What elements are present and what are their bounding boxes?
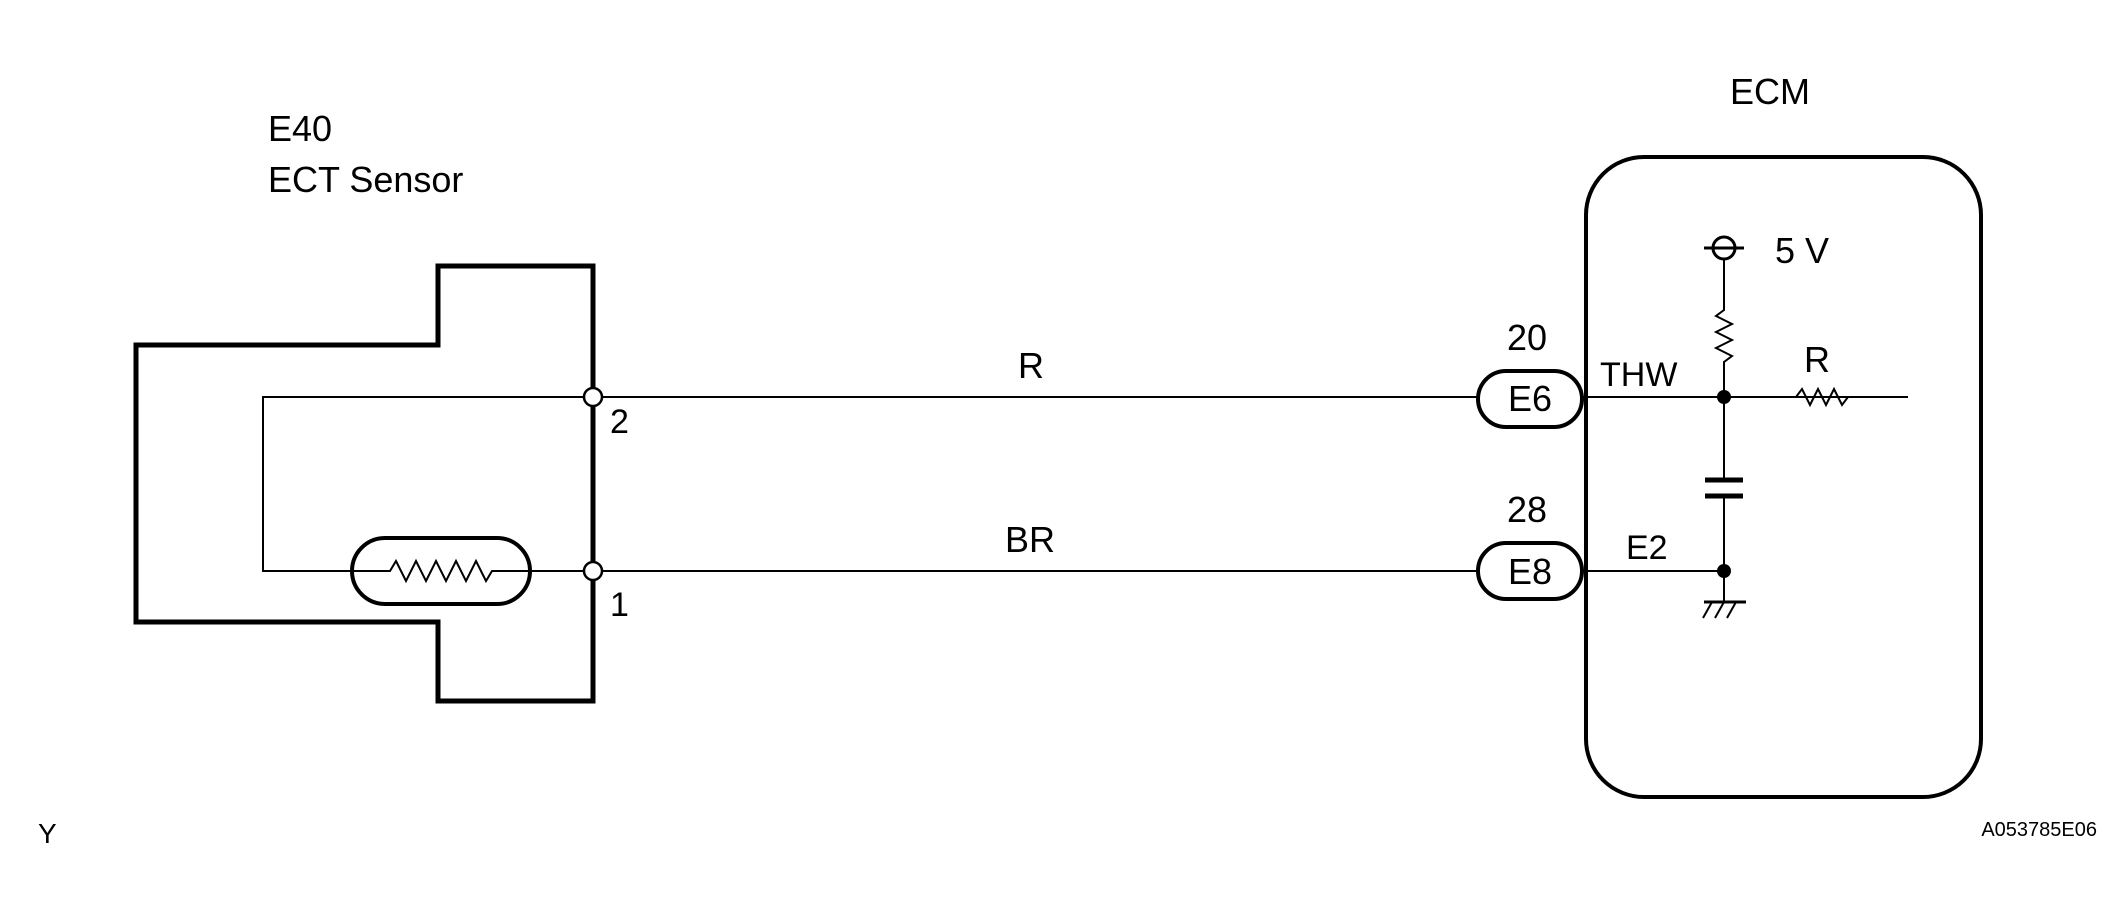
terminal-e2: E2 xyxy=(1626,529,1668,567)
internal-resistor-label: R xyxy=(1804,339,1830,380)
wire-r-color: R xyxy=(1018,345,1044,386)
sensor-pin-2 xyxy=(582,386,604,408)
thermistor-body xyxy=(350,536,532,606)
connector-e8-label: E8 xyxy=(1508,551,1552,592)
wire-br-color: BR xyxy=(1005,519,1055,560)
junction-e2 xyxy=(1717,564,1731,578)
ground-hatch-1 xyxy=(1702,601,1713,619)
connector-e8-pin: 28 xyxy=(1507,489,1547,530)
sensor-code: E40 xyxy=(268,108,332,149)
junction-thw xyxy=(1717,390,1731,404)
ecm-title: ECM xyxy=(1730,71,1810,112)
ecm-box xyxy=(1584,155,1983,799)
sensor-pin-2-label: 2 xyxy=(610,403,629,441)
sensor-name: ECT Sensor xyxy=(268,159,463,200)
ground-hatch-3 xyxy=(1726,601,1737,619)
footer-left-mark: Y xyxy=(38,818,57,849)
figure-code: A053785E06 xyxy=(1981,819,2097,841)
thermistor-icon xyxy=(355,558,526,584)
pullup-resistor-icon xyxy=(1713,302,1735,397)
sensor-pin-1-label: 1 xyxy=(610,586,629,624)
supply-voltage: 5 V xyxy=(1775,230,1829,271)
sensor-pin-1 xyxy=(582,560,604,582)
connector-e6-shape xyxy=(1476,369,1584,429)
connector-e6-pin: 20 xyxy=(1507,317,1547,358)
connector-e6-label: E6 xyxy=(1508,378,1552,419)
ground-hatch-2 xyxy=(1714,601,1725,619)
sensor-housing xyxy=(133,263,596,704)
internal-resistor-icon xyxy=(1766,386,1908,408)
terminal-thw: THW xyxy=(1600,356,1677,394)
sensor-internal-loop xyxy=(262,396,593,572)
